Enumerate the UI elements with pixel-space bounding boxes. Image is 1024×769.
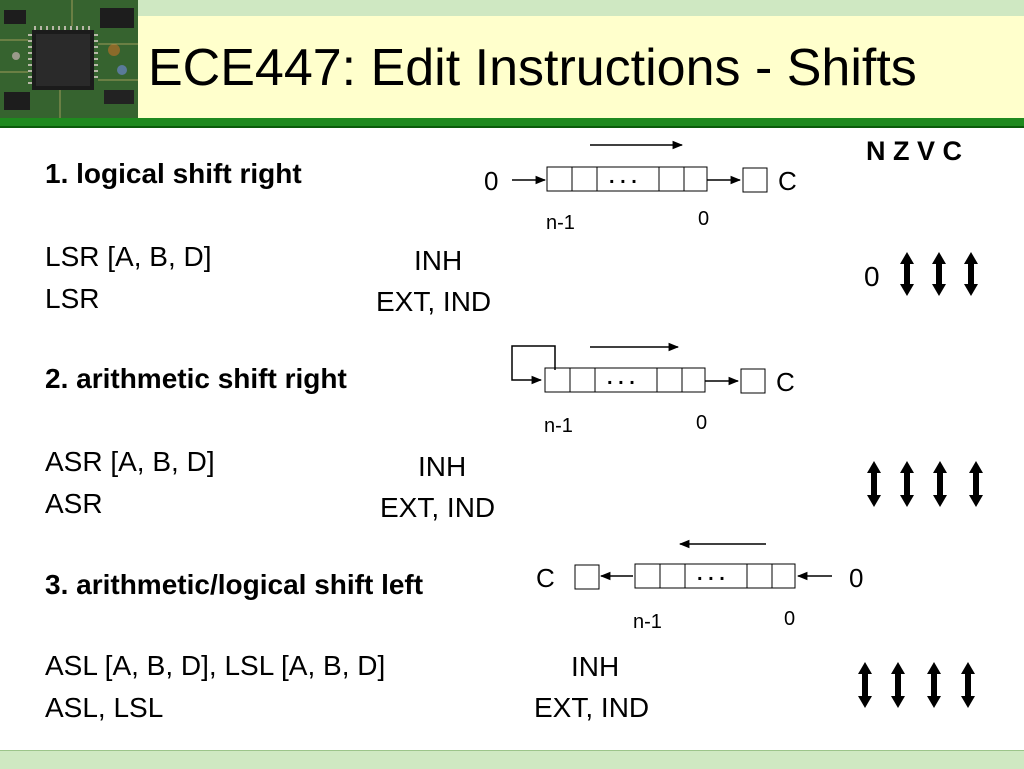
flag-arrows — [858, 252, 983, 708]
section-1-line2: LSR — [45, 283, 100, 314]
lsr-msb-label: n-1 — [546, 212, 575, 234]
section-1-mode-inh: INH — [414, 245, 463, 276]
asl-n-flag-arrow-icon — [858, 662, 872, 708]
asr-diagram — [511, 342, 766, 394]
lsr-dots: . . . — [609, 166, 637, 188]
section-2-line2: ASR — [45, 488, 103, 519]
lsr-z-flag-arrow-icon — [900, 252, 914, 296]
asr-msb-label: n-1 — [544, 415, 573, 437]
section-3-heading: 3. arithmetic/logical shift left — [45, 569, 424, 600]
asl-msb-label: n-1 — [633, 611, 662, 633]
asr-dots: . . . — [607, 367, 635, 389]
lsr-diagram — [512, 140, 768, 193]
asr-sign-feedback-arrow — [511, 345, 556, 385]
lsr-n-flag-zero: 0 — [864, 261, 880, 292]
asl-diagram — [574, 539, 832, 590]
section-1-line1: LSR [A, B, D] — [45, 241, 212, 272]
asl-zero-input: 0 — [849, 563, 864, 593]
asl-lsb-label: 0 — [784, 608, 796, 630]
asl-z-flag-arrow-icon — [891, 662, 905, 708]
asl-dots: . . . — [697, 563, 725, 585]
asr-z-flag-arrow-icon — [900, 461, 914, 507]
section-2-mode-inh: INH — [418, 451, 467, 482]
lsr-carry-box — [742, 167, 768, 193]
section-3-line2: ASL, LSL — [45, 692, 164, 723]
section-1-heading: 1. logical shift right — [45, 158, 302, 189]
lsr-register — [546, 166, 708, 192]
asr-carry-label: C — [776, 367, 795, 397]
asr-register — [544, 367, 706, 393]
asl-v-flag-arrow-icon — [927, 662, 941, 708]
header-divider-thin — [0, 126, 1024, 128]
section-2-line1: ASR [A, B, D] — [45, 446, 215, 477]
bottom-strip — [0, 750, 1024, 769]
asr-lsb-label: 0 — [696, 412, 708, 434]
lsr-carry-label: C — [778, 166, 797, 196]
circuit-board-image — [0, 0, 138, 120]
lsr-c-flag-arrow-icon — [964, 252, 978, 296]
slide-title: ECE447: Edit Instructions - Shifts — [148, 39, 917, 97]
asr-carry-box — [740, 368, 766, 394]
lsr-zero-input: 0 — [484, 166, 499, 196]
title-bar — [138, 16, 1024, 118]
header-divider — [0, 118, 1024, 126]
section-3-line1: ASL [A, B, D], LSL [A, B, D] — [45, 650, 386, 681]
section-1-mode-ext: EXT, IND — [376, 286, 492, 317]
asr-c-flag-arrow-icon — [969, 461, 983, 507]
lsr-lsb-label: 0 — [698, 208, 710, 230]
asr-v-flag-arrow-icon — [933, 461, 947, 507]
asl-register — [634, 563, 796, 589]
section-2-mode-ext: EXT, IND — [380, 492, 496, 523]
asr-n-flag-arrow-icon — [867, 461, 881, 507]
section-3-mode-ext: EXT, IND — [534, 692, 650, 723]
asl-carry-box — [574, 564, 600, 590]
asl-carry-label: C — [536, 563, 555, 593]
section-2-heading: 2. arithmetic shift right — [45, 363, 347, 394]
lsr-v-flag-arrow-icon — [932, 252, 946, 296]
flags-header: N Z V C — [866, 136, 963, 166]
asl-c-flag-arrow-icon — [961, 662, 975, 708]
section-3-mode-inh: INH — [571, 651, 620, 682]
